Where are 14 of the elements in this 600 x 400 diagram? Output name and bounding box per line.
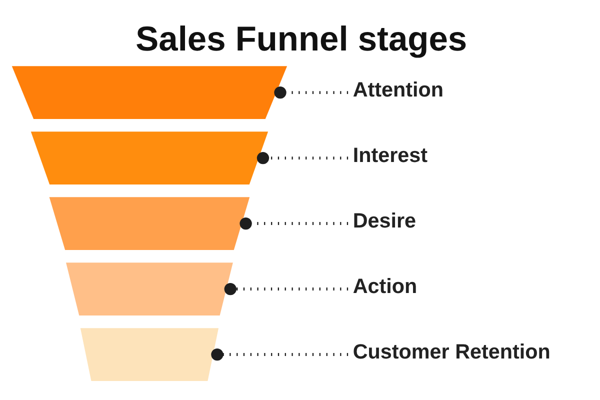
- node-text: Desire: [352, 209, 416, 232]
- connector: [256, 152, 348, 164]
- node-text: Interest: [352, 144, 428, 167]
- node-trapezoid: [49, 197, 250, 250]
- node-trapezoid: [66, 262, 233, 316]
- connector: [211, 348, 348, 361]
- connector: [224, 282, 348, 296]
- node-text: Customer Retention: [352, 340, 550, 364]
- connector: [274, 86, 348, 99]
- node-text: Attention: [352, 78, 444, 102]
- node-text: Action: [352, 274, 418, 298]
- diagram-title: Sales Funnel stages: [136, 20, 468, 59]
- connector: [240, 217, 348, 230]
- node-trapezoid: [80, 328, 219, 381]
